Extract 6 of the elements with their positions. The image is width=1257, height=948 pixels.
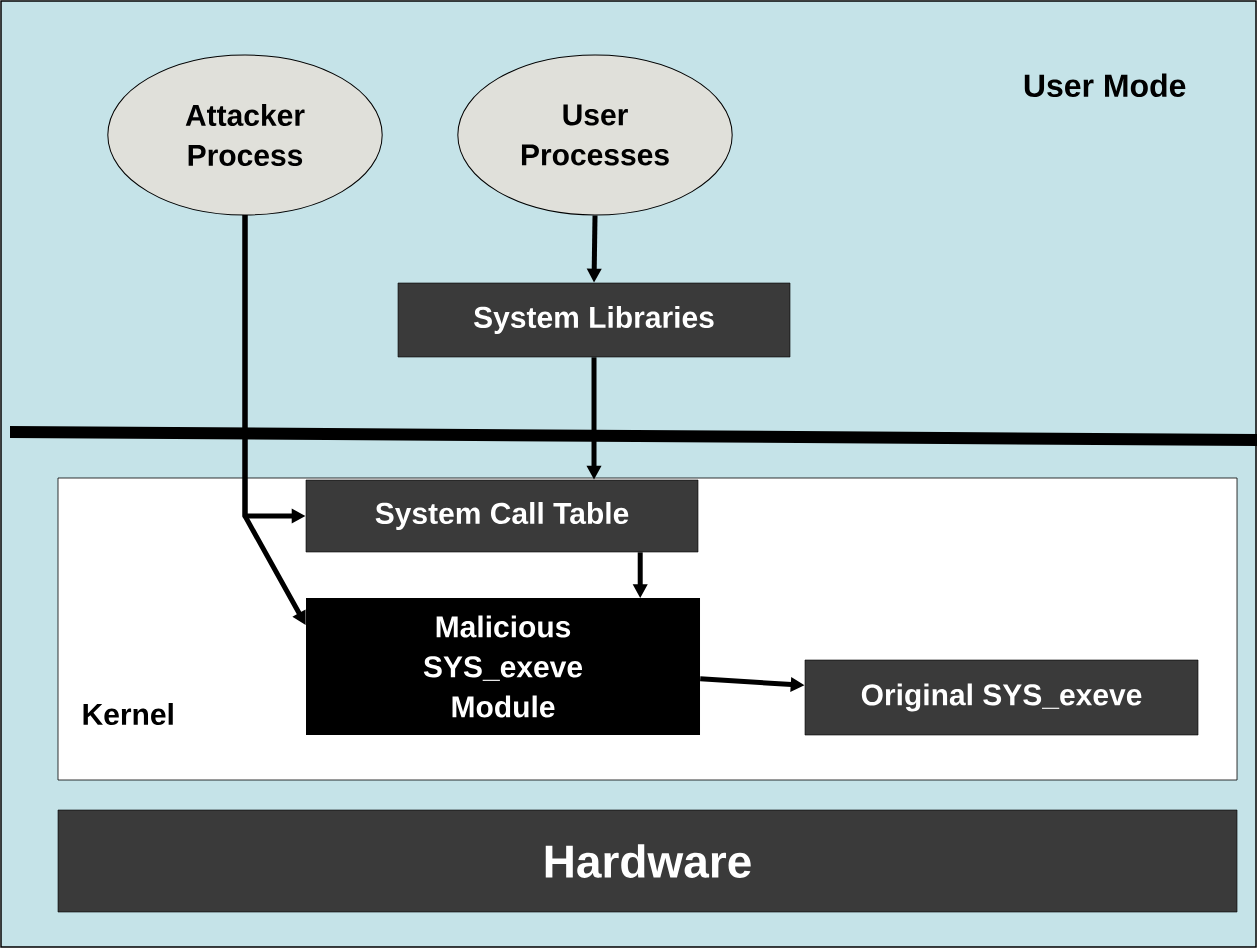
component-box: System Call Table [305, 479, 699, 553]
module-box: Malicious SYS_exeve Module [306, 598, 700, 735]
component-box: Original SYS_exeve [804, 659, 1199, 736]
component-box: System Libraries [397, 282, 791, 358]
hardware-bar: Hardware [57, 809, 1238, 913]
region-label: User Mode [1024, 73, 1186, 98]
